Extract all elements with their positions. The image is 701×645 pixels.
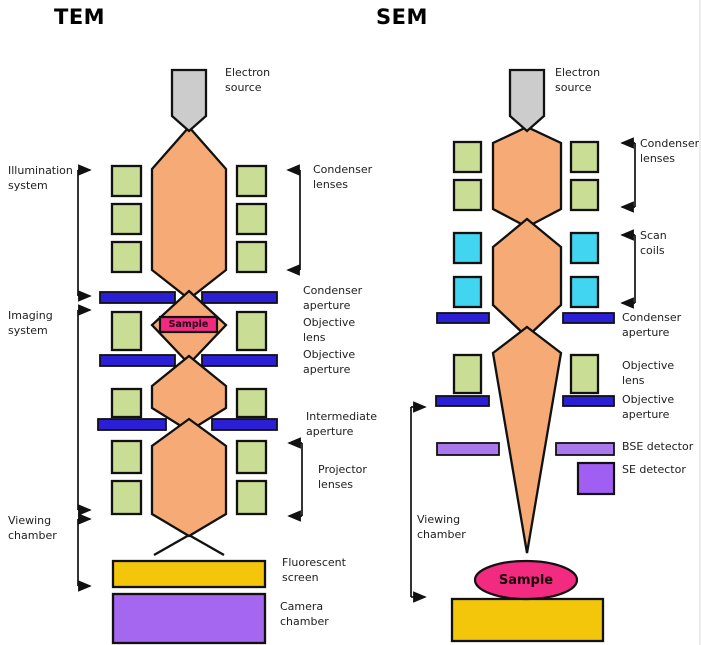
sem-objective-lens (452, 353, 483, 395)
tem-projector-lens (110, 479, 143, 516)
sem-title: SEM (376, 5, 428, 29)
tem-sample-label: Sample (168, 319, 209, 330)
sem-scan-coil (569, 231, 600, 265)
tem-viewing-chamber-bracket (77, 513, 92, 592)
bse-detector-label: BSE detector (622, 440, 694, 453)
sem-condenser-aperture (436, 312, 490, 324)
se-detector-label: SE detector (622, 463, 686, 476)
sem-sample-ellipse (473, 559, 579, 601)
sem-scan-coils-bracket (620, 229, 636, 309)
tem-objective-lens-label: Objective lens (303, 316, 356, 344)
sem-objective-aperture-label: Objective aperture (622, 393, 675, 421)
tem-condenser-lens (110, 164, 143, 198)
tem-projector-lens (235, 479, 268, 516)
sem-bse-detector (436, 442, 500, 456)
tem-intermediate-aperture (211, 418, 278, 431)
tem-condenser-lenses-label: Condenser lenses (313, 163, 373, 191)
sem-beam-taper (491, 325, 563, 554)
tem-fluorescent-screen (111, 559, 267, 589)
sem-bse-detector (555, 442, 615, 456)
sem-viewing-chamber-bracket (410, 401, 427, 603)
sem-condenser-aperture (562, 312, 615, 324)
illumination-system-label: Illumination system (8, 164, 73, 192)
tem-objective-aperture (201, 354, 278, 367)
tem-condenser-aperture (99, 291, 176, 304)
tem-intermediate-lens (110, 387, 143, 419)
sem-se-detector (576, 461, 616, 496)
tem-condenser-lens (110, 202, 143, 236)
projector-lenses-label: Projector lenses (318, 463, 367, 491)
tem-objective-lens (110, 310, 143, 352)
tem-electron-source (170, 68, 208, 133)
tem-condenser-lens (235, 240, 268, 274)
tem-projector-lens (110, 439, 143, 475)
tem-condenser-lens (235, 202, 268, 236)
imaging-system-bracket (77, 304, 92, 516)
sem-scan-coil (452, 231, 483, 265)
imaging-system-label: Imaging system (8, 309, 53, 337)
tem-condenser-lens (235, 164, 268, 198)
sem-scan-coil (452, 275, 483, 309)
sem-condenser-aperture-label: Condenser aperture (622, 311, 682, 339)
tem-intermediate-aperture (97, 418, 167, 431)
illumination-system-bracket (77, 164, 92, 302)
intermediate-aperture-label: Intermediate aperture (306, 410, 377, 438)
sem-condenser-lens (569, 178, 600, 212)
tem-projector-lens (235, 439, 268, 475)
tem-beam-condenser (150, 125, 228, 301)
tem-condenser-aperture (201, 291, 278, 304)
camera-chamber-label: Camera chamber (280, 600, 329, 628)
tem-sample-box (158, 315, 219, 334)
tem-intermediate-lens (235, 387, 268, 419)
tem-camera-chamber (111, 592, 267, 645)
sem-scan-coil (569, 275, 600, 309)
sem-condenser-lens (452, 140, 483, 174)
sem-stage (450, 597, 605, 643)
scan-coils-label: Scan coils (640, 229, 667, 257)
tem-condenser-aperture-label: Condenser aperture (303, 284, 363, 312)
sem-beam-scan (491, 217, 563, 339)
sem-electron-source-label: Electron source (555, 66, 601, 94)
sem-beam-condenser (491, 125, 563, 229)
tem-beam-projector (150, 417, 228, 538)
sem-condenser-lens (452, 178, 483, 212)
fluorescent-screen-label: Fluorescent screen (282, 556, 346, 584)
sem-objective-lens (569, 353, 600, 395)
sem-condenser-lenses-bracket (620, 137, 636, 213)
tem-electron-source-label: Electron source (225, 66, 271, 94)
sem-viewing-chamber-label: Viewing chamber (417, 513, 466, 541)
tem-objective-aperture (99, 354, 176, 367)
tem-objective-aperture-label: Objective aperture (303, 348, 356, 376)
tem-condenser-lenses-bracket (286, 164, 301, 276)
tem-projector-lenses-bracket (287, 437, 303, 522)
sem-objective-aperture (562, 395, 615, 407)
sem-condenser-lens (569, 140, 600, 174)
tem-viewing-chamber-label: Viewing chamber (8, 514, 57, 542)
sem-sample-label: Sample (498, 572, 554, 588)
tem-objective-lens (235, 310, 268, 352)
tem-condenser-lens (110, 240, 143, 274)
sem-electron-source (508, 68, 546, 133)
sem-condenser-lenses-label: Condenser lenses (640, 137, 700, 165)
sem-objective-aperture (435, 395, 490, 407)
tem-title: TEM (54, 5, 106, 29)
sem-objective-lens-label: Objective lens (622, 359, 675, 387)
